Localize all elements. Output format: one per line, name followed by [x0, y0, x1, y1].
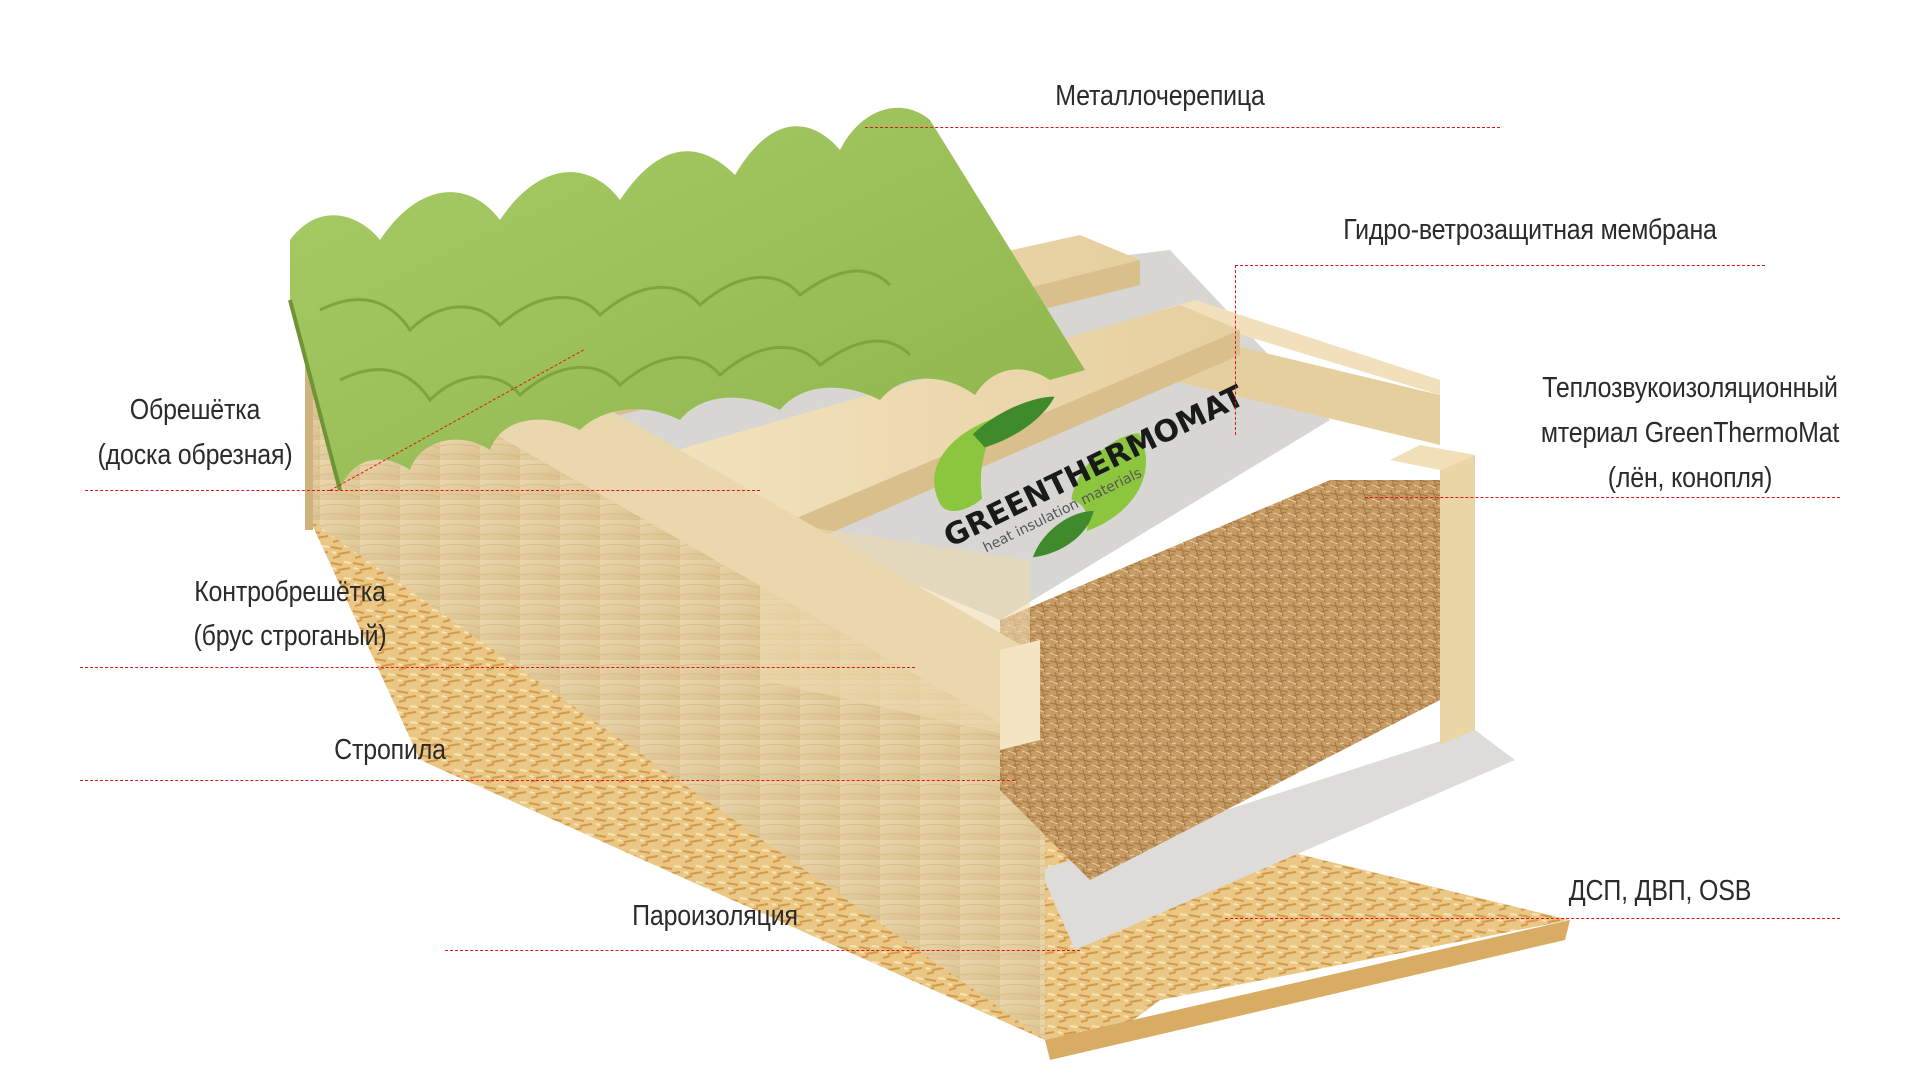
label-line: Пароизоляция — [632, 900, 798, 932]
label-vapor-barrier: Пароизоляция — [616, 898, 814, 935]
label-battens: Обрешётка (доска обрезная) — [75, 388, 316, 478]
leaf-icon-light-bottom — [1071, 433, 1146, 532]
label-line: (лён, конопля) — [1607, 462, 1773, 494]
label-line: ДСП, ДВП, OSB — [1568, 875, 1752, 907]
leader-line-metal-tile — [865, 127, 1500, 128]
rafter-right — [1390, 445, 1475, 745]
metal-tile-roof — [288, 107, 1085, 491]
counter-batten — [1160, 300, 1440, 445]
leader-line-boards — [1225, 918, 1840, 919]
leader-line-vapor-barrier — [445, 950, 1080, 951]
vapor-barrier-layer — [1040, 730, 1515, 950]
label-metal-tile: Металлочерепица — [1040, 78, 1281, 115]
label-line: Металлочерепица — [1055, 80, 1265, 112]
label-counter-battens: Контробрешётка (брус строганый) — [178, 570, 402, 658]
label-membrane: Гидро-ветрозащитная мембрана — [1324, 212, 1737, 249]
leader-line-insulation — [1365, 497, 1840, 498]
insulation-fiber — [1000, 480, 1440, 880]
label-line: Теплозвукоизоляционный — [1542, 372, 1838, 404]
label-rafters: Стропила — [313, 732, 468, 769]
label-insulation: Теплозвукоизоляционный мтериал GreenTher… — [1509, 366, 1870, 501]
label-boards: ДСП, ДВП, OSB — [1557, 873, 1763, 910]
leader-line-membrane-vertical — [1235, 265, 1236, 435]
leader-line-counter-battens — [80, 667, 915, 668]
label-line: Стропила — [334, 734, 446, 766]
leader-line-rafters — [80, 780, 1015, 781]
leader-line-battens-right — [330, 490, 760, 491]
label-line: Гидро-ветрозащитная мембрана — [1343, 214, 1717, 246]
leader-line-membrane — [1235, 265, 1765, 266]
leader-line-battens — [85, 490, 330, 491]
label-line: (брус строганый) — [193, 620, 387, 652]
label-line: мтериал GreenThermoMat — [1540, 417, 1840, 449]
label-line: Обрешётка — [129, 394, 261, 426]
leaf-icon-dark-top — [972, 396, 1055, 448]
label-line: Контробрешётка — [194, 576, 386, 608]
leaf-icon-dark-bottom — [1032, 511, 1094, 558]
label-line: (доска обрезная) — [97, 439, 293, 471]
